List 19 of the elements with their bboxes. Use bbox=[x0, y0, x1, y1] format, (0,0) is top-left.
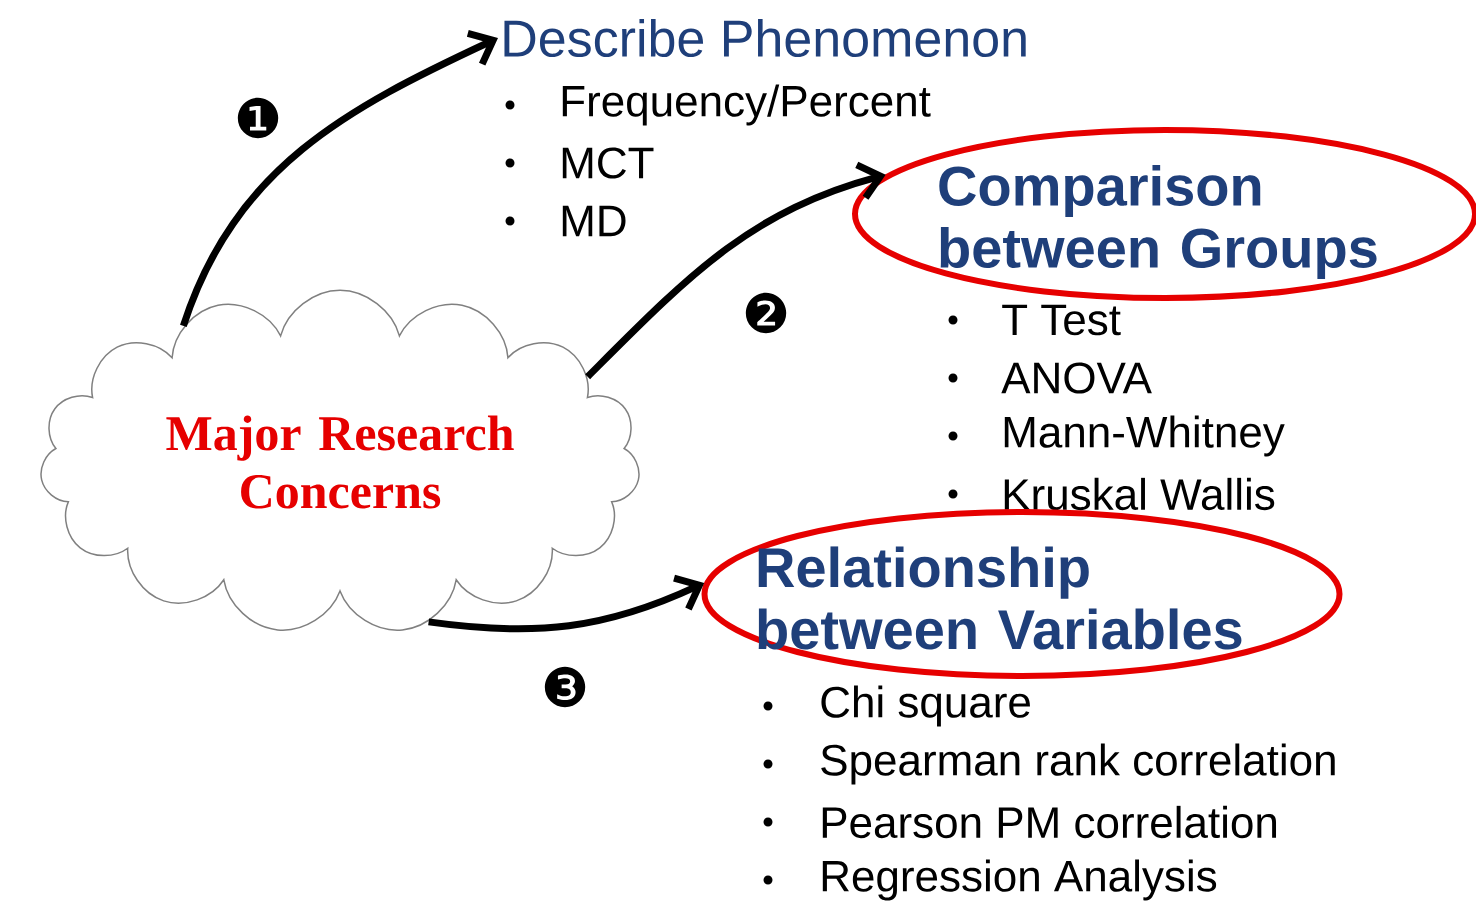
arrow bbox=[180, 29, 498, 328]
step-number: ❷ bbox=[740, 291, 792, 335]
bullet-item: Kruskal Wallis bbox=[948, 477, 1275, 511]
bullet-item: MCT bbox=[505, 147, 654, 179]
bullet-item: MD bbox=[505, 205, 626, 237]
bullet-item: T Test bbox=[948, 304, 1121, 336]
heading-text: Describe Phenomenon bbox=[504, 18, 1026, 58]
step-number: ❶ bbox=[232, 96, 284, 140]
bullet-item: Frequency/Percent bbox=[505, 84, 931, 126]
ellipse-heading: Comparison between Groups bbox=[852, 127, 1476, 301]
arrow bbox=[428, 574, 705, 633]
bullet-item: Chi square bbox=[763, 685, 1030, 727]
step-number: ❸ bbox=[539, 665, 591, 709]
bullet-item: Mann-Whitney bbox=[948, 415, 1285, 457]
bullet-item: Regression Analysis bbox=[763, 859, 1217, 901]
bullet-item: Spearman rank correlation bbox=[763, 743, 1335, 785]
bullet-item: ANOVA bbox=[948, 362, 1152, 394]
arrow bbox=[585, 161, 886, 380]
bullet-item: Pearson PM correlation bbox=[763, 805, 1276, 839]
